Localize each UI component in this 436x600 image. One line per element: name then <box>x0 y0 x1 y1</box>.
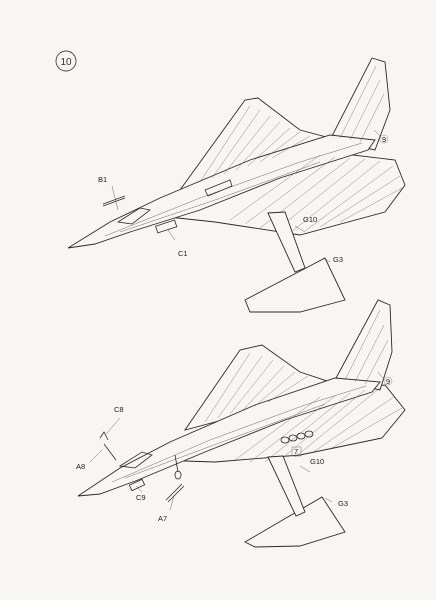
part-c9 <box>128 478 146 492</box>
label-c9: C9 <box>136 493 146 502</box>
label-g10-bottom: G10 <box>310 457 324 466</box>
engine-pods <box>280 430 314 444</box>
part-c1 <box>155 219 178 234</box>
part-b1 <box>102 195 126 205</box>
label-a7: A7 <box>158 514 167 523</box>
label-g10-top: G10 <box>303 215 317 224</box>
svg-text:9: 9 <box>386 377 390 386</box>
step-number: 10 <box>60 57 72 68</box>
label-g3-top: G3 <box>333 255 343 264</box>
label-a8: A8 <box>76 462 85 471</box>
landing-gear <box>174 454 182 480</box>
label-c8: C8 <box>114 405 124 414</box>
svg-text:9: 9 <box>382 135 386 144</box>
part-c8 <box>99 431 109 441</box>
part-a8 <box>103 443 117 461</box>
stand-bottom <box>244 455 346 548</box>
ref-circle-top: 9 <box>379 134 389 144</box>
aircraft-bottom <box>77 299 406 511</box>
part-a7 <box>165 483 183 501</box>
ref-box-bottom: 7 <box>291 446 302 457</box>
aircraft-top <box>67 57 406 249</box>
step-badge: 10 <box>55 50 77 72</box>
stand-top <box>244 211 346 313</box>
label-b1: B1 <box>98 175 107 184</box>
svg-text:7: 7 <box>294 447 298 456</box>
ref-circle-bottom: 9 <box>383 376 393 386</box>
label-g3-bottom: G3 <box>338 499 348 508</box>
label-c1: C1 <box>178 249 188 258</box>
